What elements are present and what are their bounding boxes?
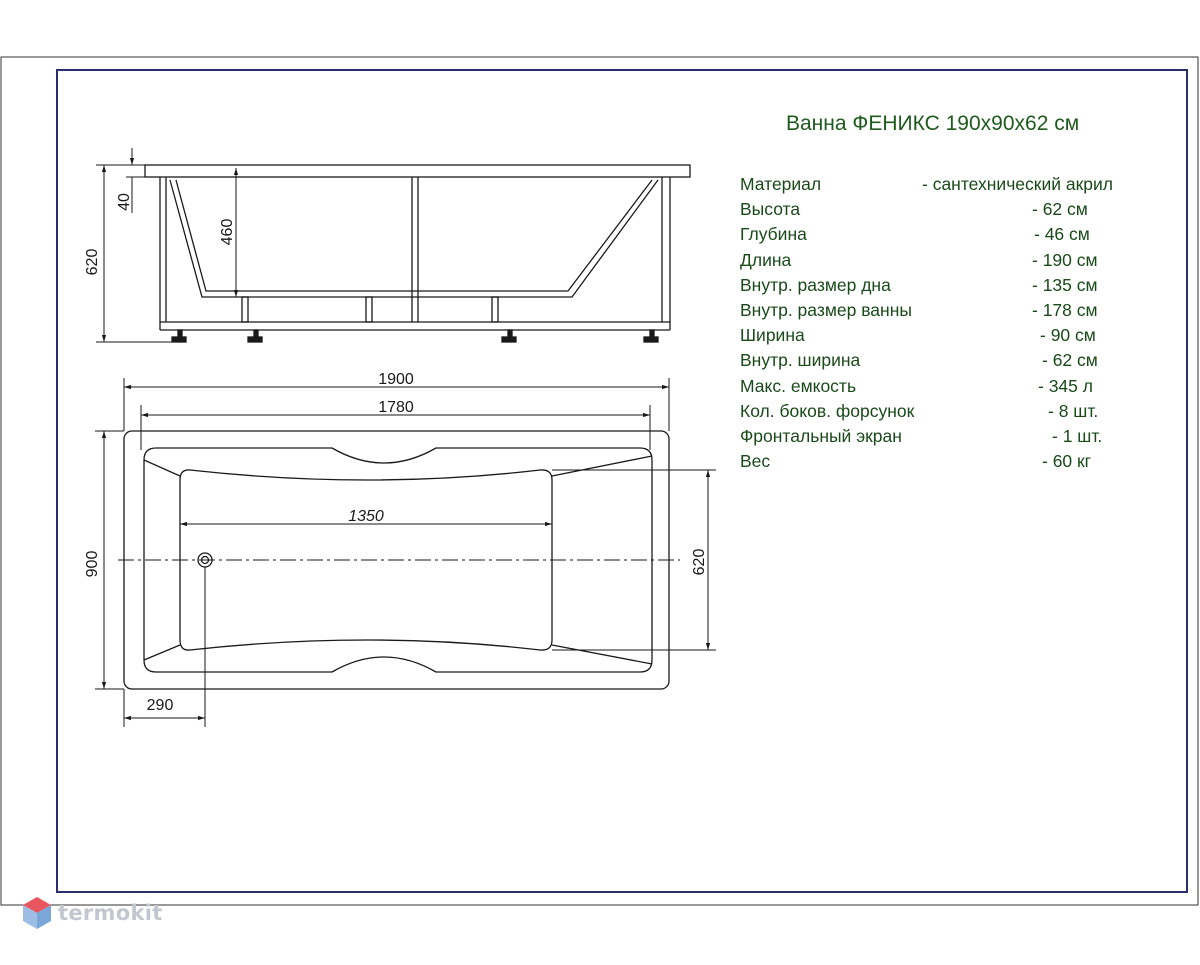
spec-label: Фронтальный экран	[740, 425, 902, 446]
rim	[144, 164, 691, 178]
spec-row: Макс. емкость - 345 л	[740, 376, 1160, 401]
spec-value: - 62 см	[1042, 350, 1098, 371]
dim-total-height: 620	[84, 249, 101, 276]
spec-value: - 178 см	[1032, 299, 1098, 320]
spec-value: - 46 см	[1034, 224, 1090, 245]
spec-table: Материал - сантехнический акрил Высота - 6…	[740, 174, 1160, 476]
side-dimensions	[96, 148, 239, 343]
inner-frame	[56, 69, 1188, 893]
bowl-outline	[179, 469, 553, 651]
spec-label: Высота	[740, 199, 801, 220]
spec-row: Внутр. размер дна - 135 см	[740, 275, 1160, 300]
legs	[171, 329, 659, 343]
termokit-logo-icon	[23, 897, 51, 929]
spec-row: Длина - 190 см	[740, 250, 1160, 275]
spec-row: Вес - 60 кг	[740, 451, 1160, 476]
dim-rim-height: 40	[116, 193, 133, 211]
spec-value: - 8 шт.	[1048, 400, 1099, 421]
spec-row: Глубина - 46 см	[740, 224, 1160, 249]
spec-row: Кол. боков. форсунок - 8 шт.	[740, 401, 1160, 426]
spec-row: Фронтальный экран - 1 шт.	[740, 426, 1160, 451]
spec-row: Внутр. размер ванны - 178 см	[740, 300, 1160, 325]
dim-total-width: 900	[84, 551, 101, 578]
spec-value: - 190 см	[1032, 249, 1098, 270]
dim-inner-width: 620	[691, 549, 708, 576]
spec-value: - 135 см	[1032, 274, 1098, 295]
inner-rim	[143, 447, 653, 673]
outer-frame	[0, 56, 1199, 906]
spec-value: - сантехнический акрил	[922, 174, 1113, 194]
watermark: termokit	[22, 896, 163, 930]
spec-label: Кол. боков. форсунок	[740, 400, 915, 421]
dim-bottom-length: 1350	[348, 508, 384, 525]
dim-depth: 460	[219, 219, 236, 246]
tub-profile	[169, 179, 659, 298]
spec-label: Материал	[740, 174, 822, 194]
product-title: Ванна ФЕНИКС 190х90х62 см	[786, 112, 1080, 135]
spec-label: Внутр. размер дна	[740, 274, 891, 295]
spec-label: Внутр. ширина	[740, 350, 861, 371]
side-view	[144, 164, 691, 343]
spec-value: - 62 см	[1032, 199, 1088, 220]
spec-label: Внутр. размер ванны	[740, 299, 912, 320]
watermark-text: termokit	[58, 901, 163, 925]
spec-row: Высота - 62 см	[740, 199, 1160, 224]
spec-label: Ширина	[740, 325, 805, 346]
top-dimensions	[95, 378, 716, 727]
dim-inner-length: 1780	[378, 399, 414, 416]
spec-label: Глубина	[740, 224, 807, 245]
spec-row: Ширина - 90 см	[740, 325, 1160, 350]
spec-label: Длина	[740, 249, 792, 270]
dim-drain-offset: 290	[147, 697, 174, 714]
spec-row: Материал - сантехнический акрил	[740, 174, 1160, 199]
spec-value: - 345 л	[1038, 375, 1093, 396]
dim-total-length: 1900	[378, 371, 414, 388]
spec-label: Вес	[740, 451, 771, 472]
spec-label: Макс. емкость	[740, 375, 857, 396]
spec-value: - 60 кг	[1042, 451, 1092, 472]
spec-value: - 90 см	[1040, 325, 1096, 346]
spec-value: - 1 шт.	[1052, 425, 1103, 446]
spec-row: Внутр. ширина - 62 см	[740, 350, 1160, 375]
